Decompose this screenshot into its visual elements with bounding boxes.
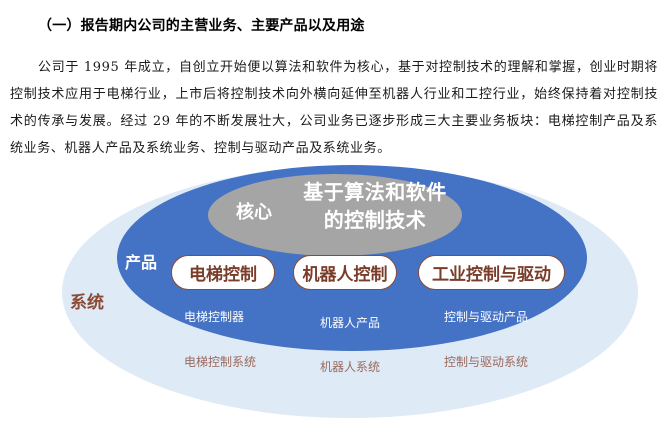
section-paragraph: 公司于 1995 年成立，自创立开始便以算法和软件为核心，基于对控制技术的理解和… bbox=[10, 60, 658, 156]
segment-pill-elevator: 电梯控制 bbox=[171, 255, 275, 290]
product-elevator: 电梯控制器 bbox=[184, 310, 245, 324]
system-industrial: 控制与驱动系统 bbox=[444, 355, 529, 369]
segment-pill-robot: 机器人控制 bbox=[293, 255, 397, 290]
system-layer-label: 系统 bbox=[70, 293, 104, 313]
section-heading: （一）报告期内公司的主营业务、主要产品以及用途 bbox=[38, 18, 365, 34]
segment-pill-industrial: 工业控制与驱动 bbox=[418, 255, 565, 290]
product-layer-label: 产品 bbox=[125, 253, 158, 272]
product-industrial: 控制与驱动产品 bbox=[444, 310, 529, 324]
core-layer-ellipse bbox=[208, 174, 462, 256]
business-layers-diagram: 核心 基于算法和软件的控制技术 产品 系统 电梯控制 机器人控制 工业控制与驱动… bbox=[0, 160, 667, 435]
core-label: 核心 bbox=[236, 202, 272, 223]
system-elevator: 电梯控制系统 bbox=[184, 355, 257, 369]
system-robot: 机器人系统 bbox=[320, 360, 381, 374]
core-text: 基于算法和软件的控制技术 bbox=[303, 180, 447, 232]
product-robot: 机器人产品 bbox=[320, 316, 381, 330]
